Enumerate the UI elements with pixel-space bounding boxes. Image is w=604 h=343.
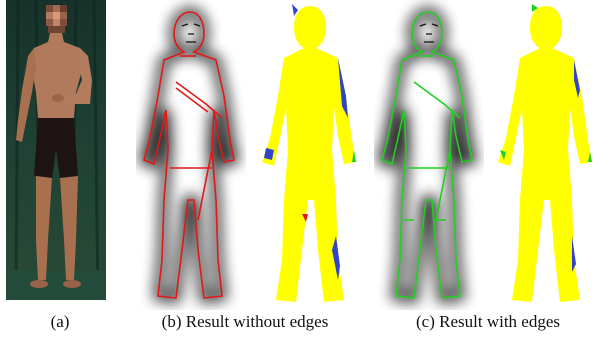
edge-map-without-edges (136, 0, 246, 310)
silhouette-yellow (262, 6, 356, 302)
silhouette-yellow (498, 6, 592, 302)
silhouette-with-edges (492, 0, 602, 310)
silhouette-without-edges (256, 0, 366, 310)
distance-glow (382, 12, 472, 298)
face-detail (182, 24, 200, 42)
input-photo (6, 0, 106, 300)
caption-b: (b) Result without edges (130, 312, 360, 334)
caption-c: (c) Result with edges (374, 312, 602, 334)
face-detail (420, 24, 438, 42)
caption-a: (a) (20, 312, 100, 334)
edge-map-with-edges (374, 0, 484, 310)
pixelated-face (46, 5, 67, 33)
distance-glow (144, 12, 234, 298)
